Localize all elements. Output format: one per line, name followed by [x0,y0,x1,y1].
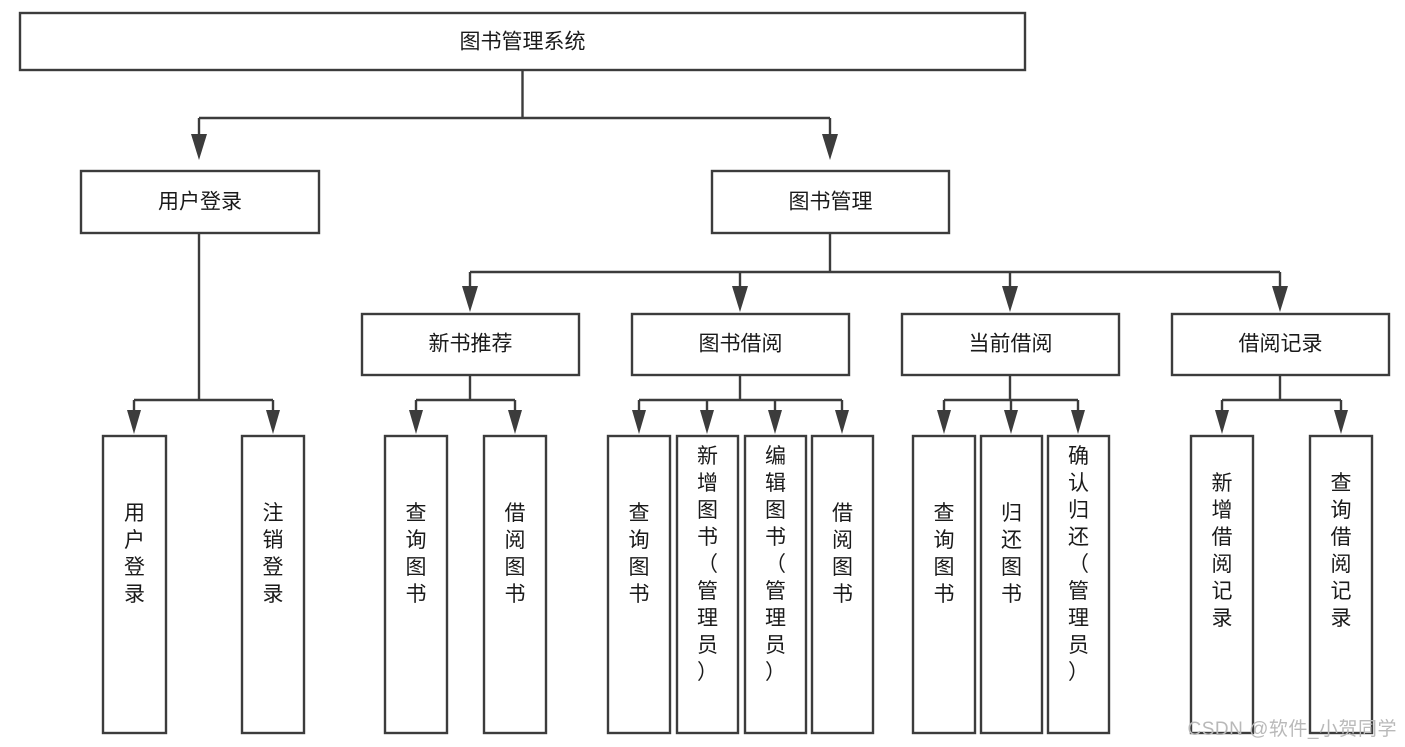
connector-group-user-login [127,233,280,434]
arrow-head-leaf-user-login [127,410,141,434]
leaf-query-book-current[interactable]: 查询图书 [911,434,977,735]
leaf-borrow-book-newbook-label: 借阅图书 [505,502,526,606]
node-borrow-record[interactable]: 借阅记录 [1170,312,1391,377]
arrow-head-leaf-borrow-book-2 [835,410,849,434]
leaf-add-book-admin-label: 新增图书（管理员） [697,445,718,684]
leaf-confirm-return-admin-label: 确认归还（管理员） [1068,445,1089,684]
leaf-query-book-newbook[interactable]: 查询图书 [383,434,449,735]
node-user-login[interactable]: 用户登录 [79,169,321,235]
leaf-confirm-return-admin-box[interactable] [1046,434,1111,735]
leaf-query-book-current-box[interactable] [911,434,977,735]
node-current-borrow[interactable]: 当前借阅 [900,312,1121,377]
leaf-query-book-borrow[interactable]: 查询图书 [606,434,672,735]
leaf-logout-box[interactable] [240,434,306,735]
leaf-borrow-book-newbook-box[interactable] [482,434,548,735]
arrow-head-book-mgmt [822,134,838,160]
leaf-query-book-current-label: 查询图书 [934,502,955,606]
connector-group-book-mgmt [462,233,1288,312]
leaf-user-login-box[interactable] [101,434,168,735]
leaf-add-borrow-record-label: 新增借阅记录 [1212,472,1233,630]
arrow-head-leaf-borrow-book-1 [508,410,522,434]
leaf-borrow-book-borrow-label: 借阅图书 [832,502,853,606]
leaf-edit-book-admin-box[interactable] [743,434,808,735]
node-user-login-box[interactable] [79,169,321,235]
leaf-add-book-admin[interactable]: 新增图书（管理员） [675,434,740,735]
node-user-login-label: 用户登录 [158,191,242,214]
arrow-head-leaf-query-book-2 [632,410,646,434]
connector-group-current [937,375,1085,434]
arrow-head-user-login [191,134,207,160]
leaf-return-book-box[interactable] [979,434,1044,735]
node-current-borrow-label: 当前借阅 [969,333,1053,356]
arrow-head-leaf-query-record [1334,410,1348,434]
node-new-book-recommend[interactable]: 新书推荐 [360,312,581,377]
node-book-borrow-box[interactable] [630,312,851,377]
leaf-user-login-label: 用户登录 [124,502,145,606]
arrow-head-borrow [732,286,748,312]
node-borrow-record-box[interactable] [1170,312,1391,377]
leaf-user-login[interactable]: 用户登录 [101,434,168,735]
node-book-management-box[interactable] [710,169,951,235]
arrow-head-leaf-return-book [1004,410,1018,434]
node-book-borrow-label: 图书借阅 [699,333,783,356]
arrow-head-newbook [462,286,478,312]
leaf-query-book-borrow-label: 查询图书 [629,502,650,606]
arrow-head-leaf-query-book-1 [409,410,423,434]
node-borrow-record-label: 借阅记录 [1239,333,1323,356]
leaf-query-book-borrow-box[interactable] [606,434,672,735]
arrow-head-leaf-add-record [1215,410,1229,434]
leaf-query-book-newbook-label: 查询图书 [406,502,427,606]
leaf-return-book-label: 归还图书 [1001,502,1022,606]
node-book-borrow[interactable]: 图书借阅 [630,312,851,377]
node-root-system[interactable]: 图书管理系统 [18,11,1027,72]
connector-group-borrow [632,375,849,434]
arrow-head-leaf-query-book-3 [937,410,951,434]
leaf-borrow-book-borrow-box[interactable] [810,434,875,735]
leaf-add-book-admin-box[interactable] [675,434,740,735]
leaf-confirm-return-admin[interactable]: 确认归还（管理员） [1046,434,1111,735]
connector-group-newbook [409,375,522,434]
connector-group-root [191,70,838,160]
node-book-management-label: 图书管理 [789,191,873,214]
node-book-management[interactable]: 图书管理 [710,169,951,235]
leaf-query-borrow-record[interactable]: 查询借阅记录 [1308,434,1374,735]
leaf-logout-label: 注销登录 [263,502,284,606]
node-new-book-recommend-box[interactable] [360,312,581,377]
node-current-borrow-box[interactable] [900,312,1121,377]
arrow-head-leaf-edit-book [768,410,782,434]
leaf-query-book-newbook-box[interactable] [383,434,449,735]
leaf-query-borrow-record-box[interactable] [1308,434,1374,735]
leaf-borrow-book-borrow[interactable]: 借阅图书 [810,434,875,735]
arrow-head-current [1002,286,1018,312]
node-root-system-label: 图书管理系统 [460,31,586,54]
leaf-borrow-book-newbook[interactable]: 借阅图书 [482,434,548,735]
leaf-logout[interactable]: 注销登录 [240,434,306,735]
leaf-add-borrow-record[interactable]: 新增借阅记录 [1189,434,1255,735]
arrow-head-leaf-logout [266,410,280,434]
arrow-head-record [1272,286,1288,312]
node-new-book-recommend-label: 新书推荐 [429,333,513,356]
node-root-system-box[interactable] [18,11,1027,72]
leaf-query-borrow-record-label: 查询借阅记录 [1331,472,1352,630]
arrow-head-leaf-add-book [700,410,714,434]
arrow-head-leaf-confirm-return [1071,410,1085,434]
leaf-edit-book-admin-label: 编辑图书（管理员） [765,445,786,684]
connector-group-record [1215,375,1348,434]
leaf-return-book[interactable]: 归还图书 [979,434,1044,735]
leaf-add-borrow-record-box[interactable] [1189,434,1255,735]
leaf-edit-book-admin[interactable]: 编辑图书（管理员） [743,434,808,735]
